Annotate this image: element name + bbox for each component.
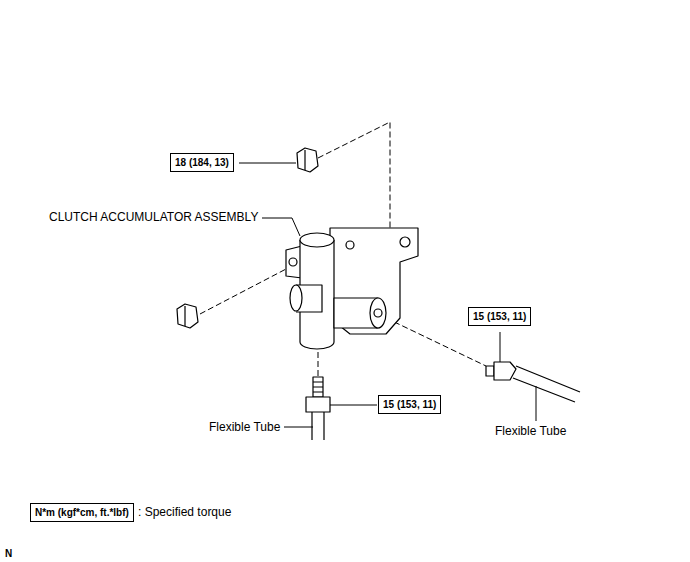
legend-text: : Specified torque <box>138 505 231 520</box>
leader-lines <box>239 163 536 427</box>
torque-value: 15 (153, 11) <box>473 310 526 323</box>
part-name: Flexible Tube <box>209 420 280 435</box>
torque-spec-box: 18 (184, 13) <box>170 153 234 172</box>
flange-nuts <box>177 148 318 328</box>
assembly-dashes <box>200 122 486 376</box>
legend-torque-box: N*m (kgf*cm, ft.*lbf) <box>30 503 134 522</box>
torque-value: 15 (153, 11) <box>383 398 436 411</box>
flexible-tubes <box>306 362 580 440</box>
torque-spec-box: 15 (153, 11) <box>468 307 531 326</box>
part-name: CLUTCH ACCUMULATOR ASSEMBLY <box>49 210 258 225</box>
torque-spec-box: 15 (153, 11) <box>378 395 441 414</box>
part-name: Flexible Tube <box>495 424 566 439</box>
page-mark: N <box>5 546 12 561</box>
accumulator-body <box>286 228 418 349</box>
torque-value: 18 (184, 13) <box>175 156 229 169</box>
torque-value: N*m (kgf*cm, ft.*lbf) <box>35 506 129 519</box>
